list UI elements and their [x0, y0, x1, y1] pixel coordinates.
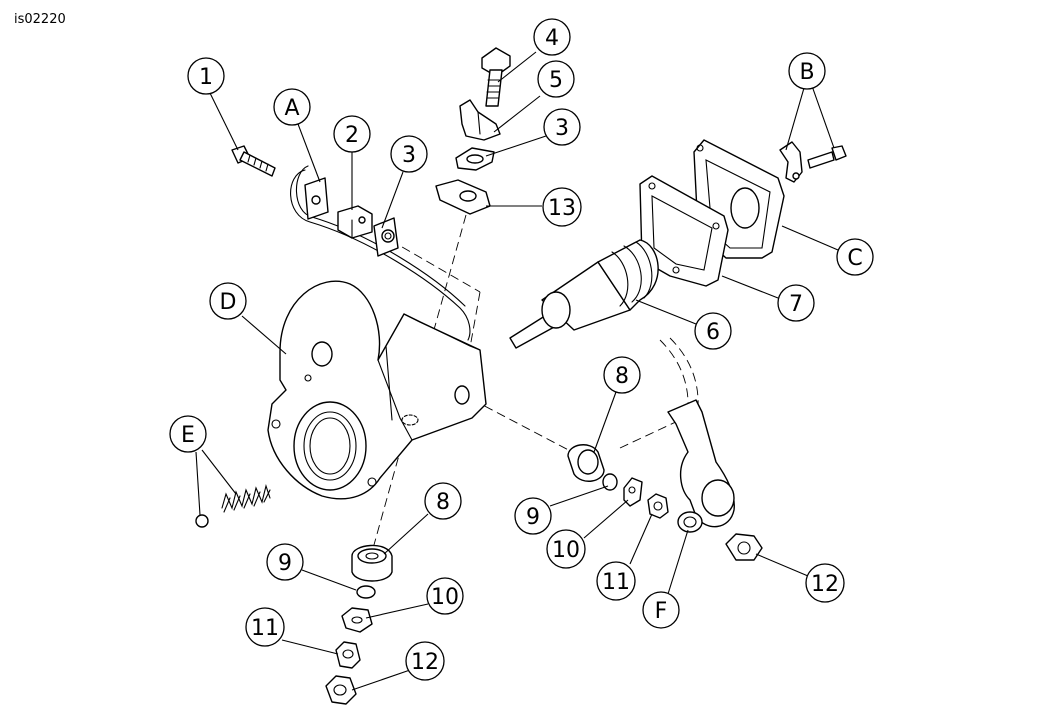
callout-10-right: 10 [546, 529, 586, 569]
callout-11-bottom: 11 [245, 607, 285, 647]
callout-label: 4 [545, 26, 559, 51]
callout-label: 1 [199, 65, 213, 90]
callout-13: 13 [542, 187, 582, 227]
callout-label: 11 [602, 570, 630, 595]
callout-3-left: 3 [390, 135, 428, 173]
callouts: 1 A 2 3 4 5 3 13 [169, 18, 874, 681]
clip-bolt-part-b [779, 141, 847, 183]
callout-label: 9 [526, 505, 540, 530]
callout-11-right: 11 [596, 561, 636, 601]
gasket-part-7 [639, 175, 729, 287]
callout-label: 12 [811, 572, 839, 597]
spring-part-e [195, 484, 271, 528]
callout-label: 5 [549, 68, 563, 93]
callout-label: 10 [552, 538, 580, 563]
bracket-part-2 [337, 205, 373, 239]
callout-label: B [799, 60, 814, 85]
plate-part-13 [435, 179, 491, 215]
callout-label: D [220, 290, 237, 315]
callout-d: D [209, 282, 247, 320]
callout-2: 2 [333, 115, 371, 153]
callout-7: 7 [777, 284, 815, 322]
leader-lines [195, 51, 839, 691]
callout-12-bottom: 12 [405, 641, 445, 681]
plate-part-3-left [373, 217, 399, 257]
bolt-part-1 [231, 145, 276, 177]
bolt-part-4 [481, 47, 511, 107]
callout-a: A [273, 88, 311, 126]
callout-e: E [169, 415, 207, 453]
callout-label: A [284, 96, 299, 121]
bushing-part-8-bottom [351, 544, 393, 582]
callout-6: 6 [694, 312, 732, 350]
callout-1: 1 [187, 57, 225, 95]
callout-10-bottom: 10 [426, 577, 464, 615]
shaft-part-6 [509, 239, 659, 349]
clip-part-a [304, 177, 329, 220]
callout-5: 5 [537, 60, 575, 98]
callout-label: 10 [431, 585, 459, 610]
callout-label: 6 [706, 320, 720, 345]
bushing-part-8-right [567, 444, 605, 482]
callout-b: B [788, 52, 826, 90]
callout-label: 12 [411, 650, 439, 675]
callout-label: E [181, 423, 195, 448]
callout-12-right: 12 [805, 563, 845, 603]
nut-part-12-right [725, 533, 763, 561]
washer-part-10-right [623, 477, 643, 507]
callout-4: 4 [533, 18, 571, 56]
callout-f: F [642, 591, 680, 629]
callout-label: 7 [789, 292, 803, 317]
callout-label: 2 [345, 123, 359, 148]
oring-part-9-bottom [356, 585, 376, 599]
callout-label: 3 [555, 116, 569, 141]
housing-part-d [267, 280, 487, 500]
callout-8-bottom: 8 [424, 482, 462, 520]
callout-c: C [836, 238, 874, 276]
callout-label: 8 [436, 490, 450, 515]
callout-9-right: 9 [514, 497, 552, 535]
callout-label: C [847, 246, 862, 271]
nut-part-12-bottom [325, 675, 357, 705]
callout-label: 9 [278, 551, 292, 576]
washer-part-3-top [455, 147, 495, 171]
callout-label: 3 [402, 143, 416, 168]
nut-part-11-right [647, 493, 669, 519]
oring-part-9-right [602, 473, 618, 491]
clip-part-5 [459, 99, 501, 141]
callout-label: 8 [615, 364, 629, 389]
washer-part-10-bottom [341, 607, 373, 633]
cable [290, 169, 471, 341]
callout-9-bottom: 9 [266, 543, 304, 581]
callout-8-right: 8 [603, 356, 641, 394]
callout-label: 11 [251, 616, 279, 641]
lever-part-f [667, 399, 735, 533]
callout-label: 13 [548, 196, 576, 221]
figure-id: is02220 [14, 12, 66, 27]
callout-label: F [655, 599, 668, 624]
nut-part-11-bottom [335, 641, 361, 669]
callout-3-top: 3 [543, 108, 581, 146]
cable-inner [295, 165, 466, 307]
